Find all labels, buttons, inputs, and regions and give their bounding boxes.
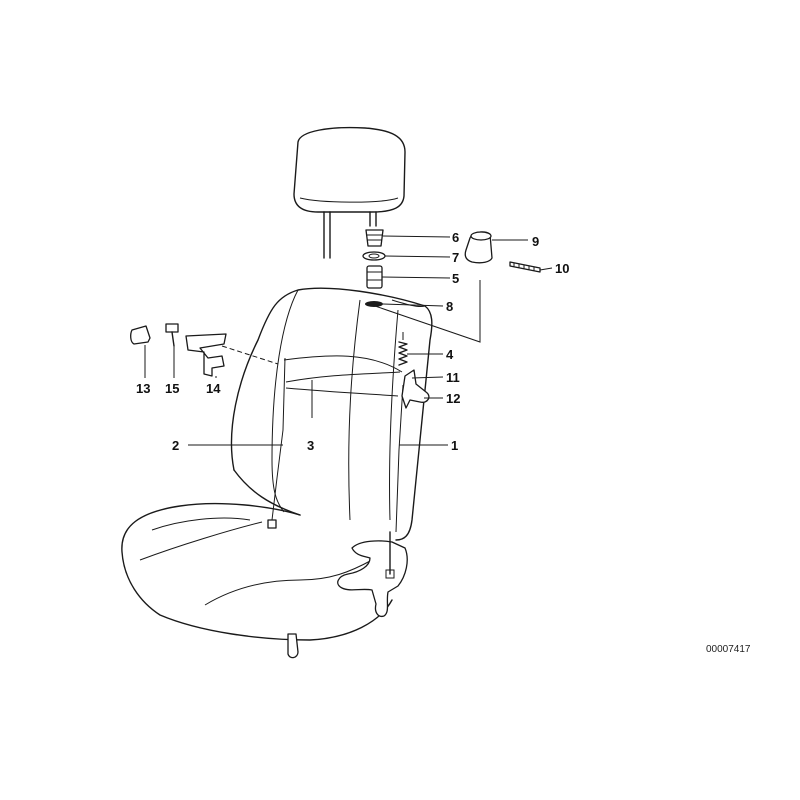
recliner-hardware: [287, 531, 408, 659]
callout-7: 7: [452, 250, 459, 265]
callout-12: 12: [446, 391, 460, 406]
diagram-code: 00007417: [706, 644, 751, 655]
spring-and-levers: [398, 332, 430, 409]
headrest: [293, 126, 406, 259]
backrest: [230, 287, 433, 541]
callout-9: 9: [532, 234, 539, 249]
callout-3: 3: [307, 438, 314, 453]
callout-10: 10: [555, 261, 569, 276]
release-cables: [267, 355, 404, 533]
callout-14: 14: [206, 381, 221, 396]
callout-15: 15: [165, 381, 179, 396]
callout-13: 13: [136, 381, 150, 396]
callout-4: 4: [446, 347, 454, 362]
callout-1: 1: [451, 438, 458, 453]
callout-2: 2: [172, 438, 179, 453]
callout-11: 11: [446, 370, 460, 385]
trim-cover: [374, 231, 541, 343]
left-bracket-parts: [130, 323, 279, 377]
callout-8: 8: [446, 299, 453, 314]
headrest-guide-parts: [362, 229, 386, 307]
leader-lines: [144, 235, 553, 446]
seat-cushion: [121, 502, 393, 641]
callout-5: 5: [452, 271, 459, 286]
callout-6: 6: [452, 230, 459, 245]
